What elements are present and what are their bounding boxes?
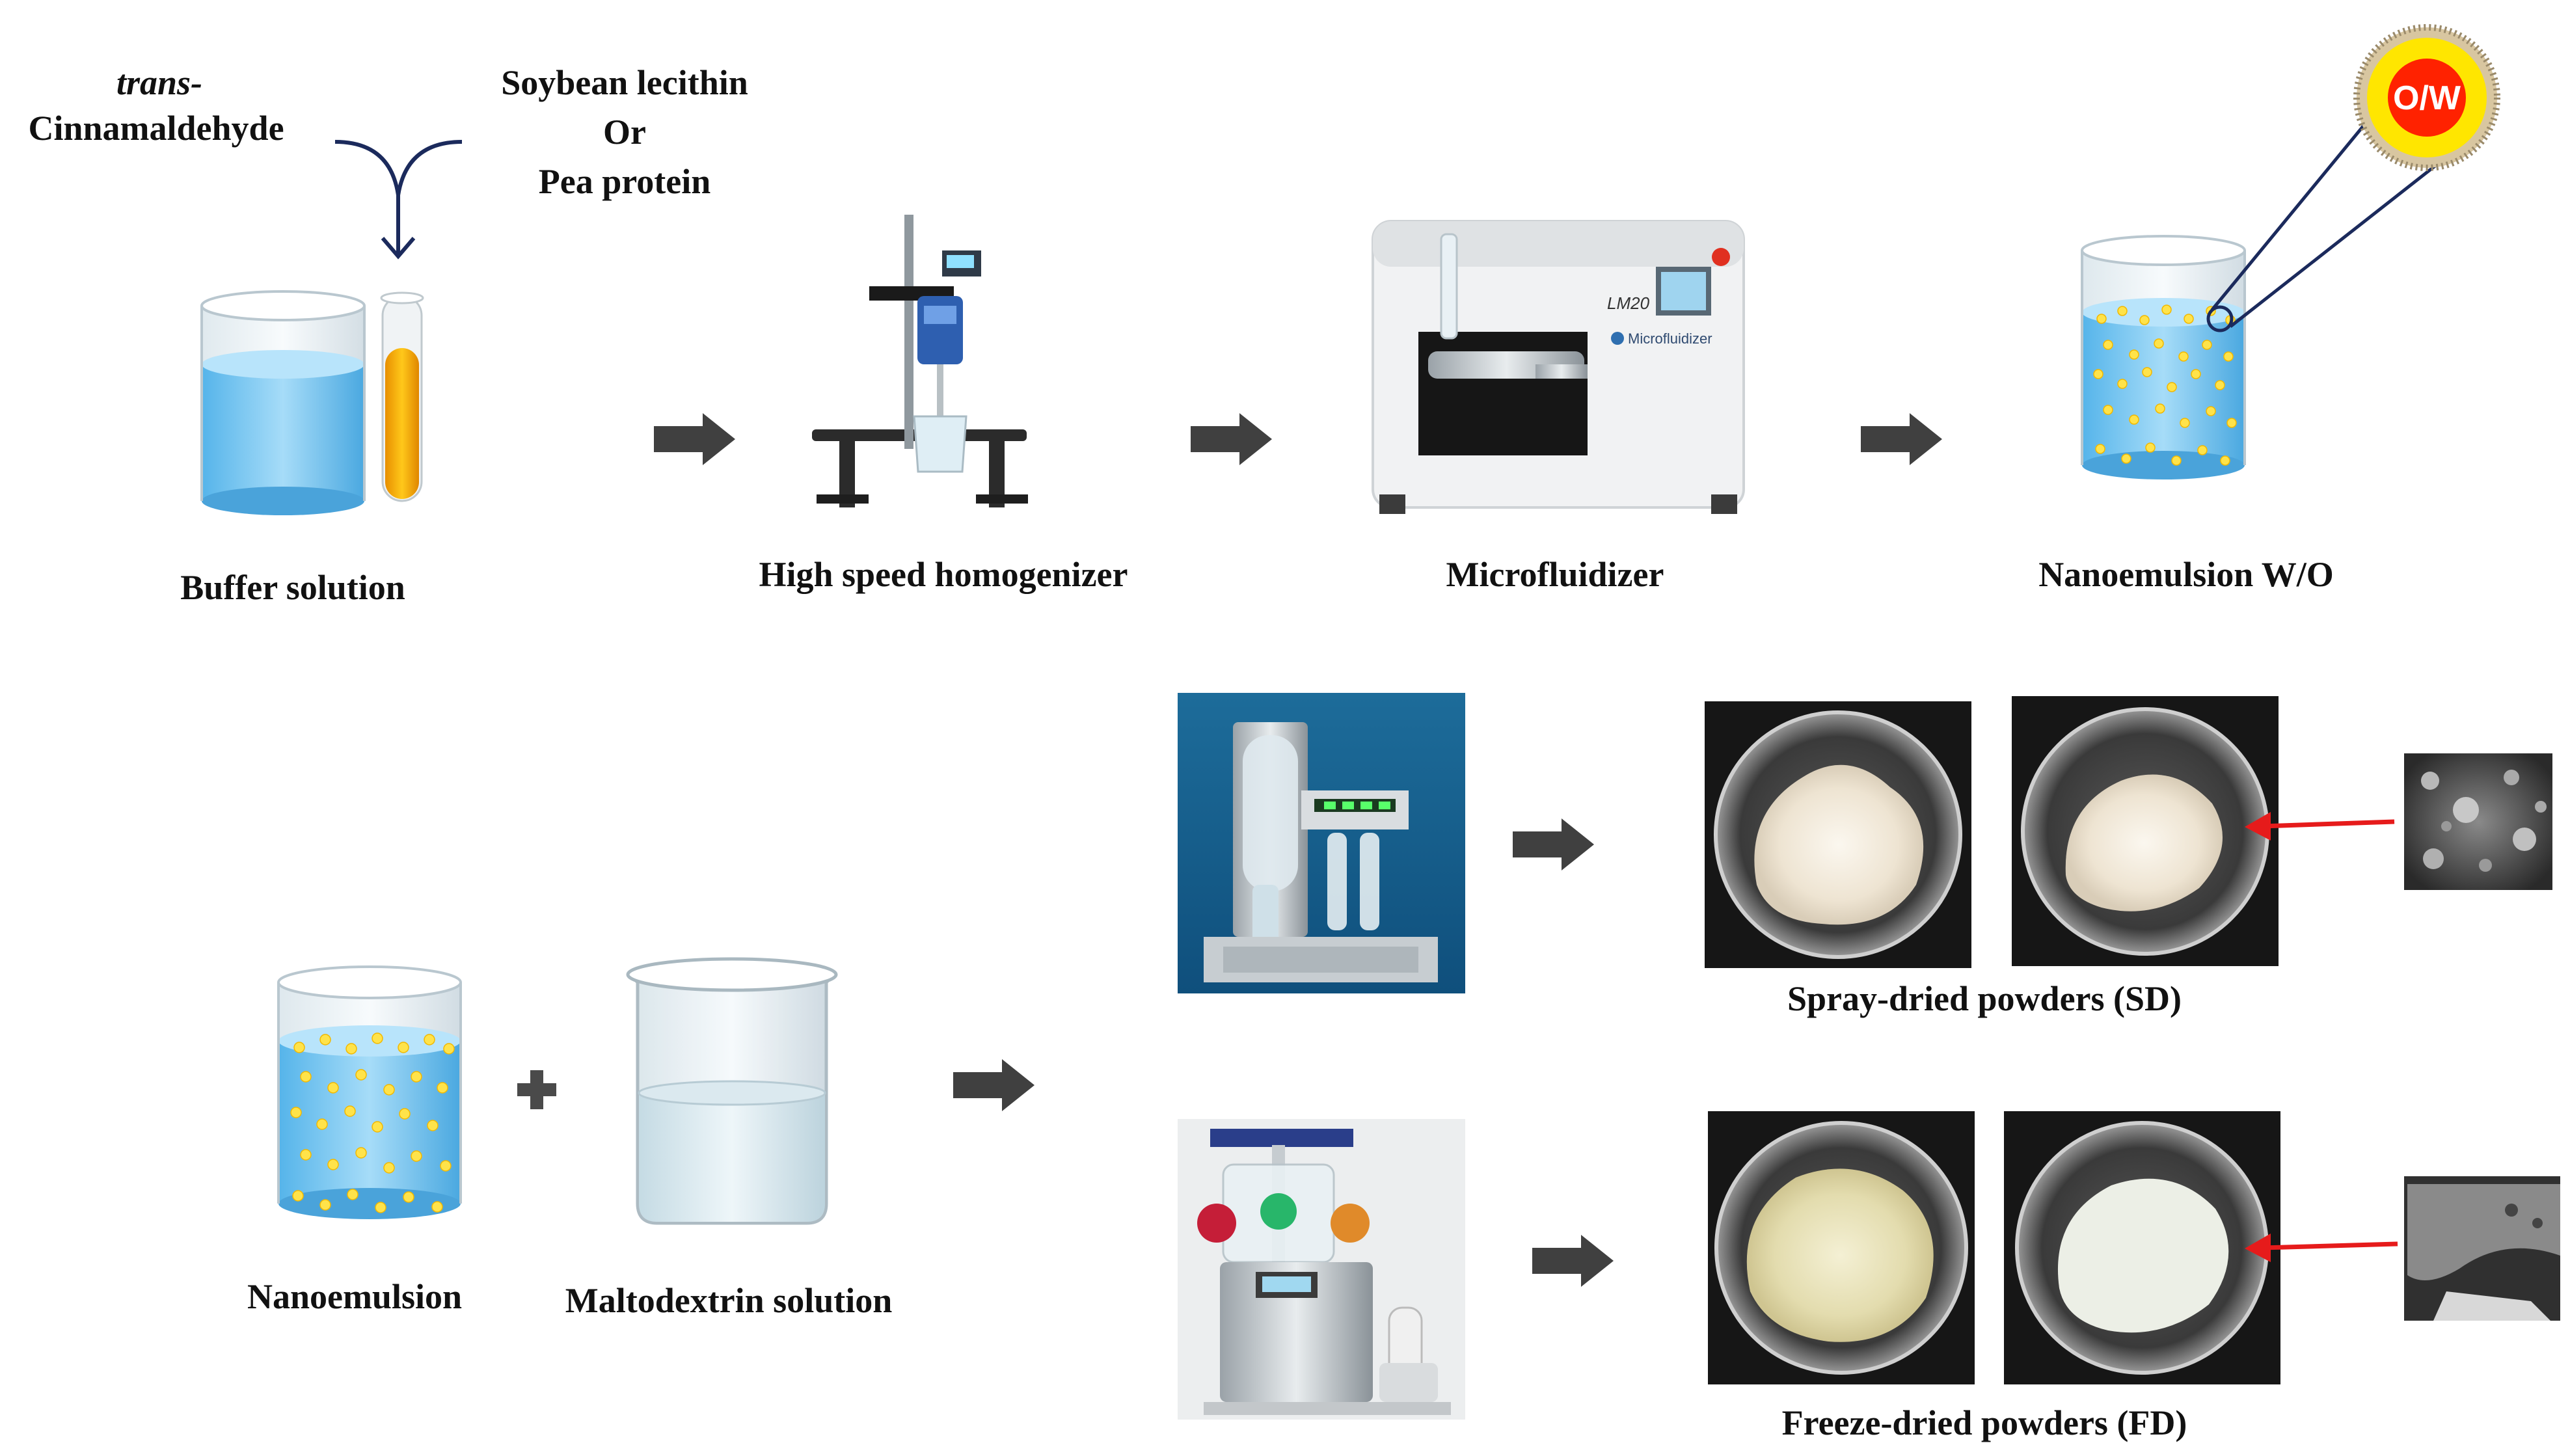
device-brand-text: LM20 bbox=[1607, 293, 1650, 313]
label-spray-dried-powders: Spray-dried powders (SD) bbox=[1787, 979, 2182, 1018]
plus-sign bbox=[517, 1070, 556, 1109]
zoom-source-circle bbox=[2206, 305, 2234, 332]
ingredient-soybean-lecithin: Soybean lecithin bbox=[501, 63, 748, 102]
nanoemulsion-beaker-top bbox=[2081, 235, 2246, 479]
label-maltodextrin-solution: Maltodextrin solution bbox=[565, 1281, 893, 1320]
ow-label: O/W bbox=[2393, 79, 2461, 117]
droplets-bottom bbox=[290, 1032, 455, 1213]
sem-image-fd bbox=[2404, 1176, 2560, 1321]
label-nanoemulsion: Nanoemulsion bbox=[247, 1277, 463, 1316]
process-arrows bbox=[654, 413, 1942, 1287]
label-buffer-solution: Buffer solution bbox=[180, 568, 405, 607]
merge-arrow bbox=[334, 140, 463, 260]
ingredient-cinnamaldehyde: Cinnamaldehyde bbox=[28, 109, 284, 148]
spray-dryer-photo bbox=[1178, 693, 1465, 993]
ingredient-or: Or bbox=[603, 113, 646, 152]
arrow-2 bbox=[1191, 413, 1272, 465]
oil-test-tube bbox=[380, 291, 424, 502]
microfluidizer-device: LM20 Microfluidizer bbox=[1372, 220, 1745, 514]
device-name-text: Microfluidizer bbox=[1628, 330, 1712, 347]
fd-powder-dish-2 bbox=[2004, 1111, 2280, 1384]
ingredient-trans: trans- bbox=[116, 63, 203, 102]
label-high-speed-homogenizer: High speed homogenizer bbox=[759, 555, 1128, 594]
nanoemulsion-beaker-bottom bbox=[277, 965, 462, 1219]
homogenizer-device bbox=[812, 215, 1028, 507]
ow-zoom: O/W bbox=[2211, 24, 2500, 328]
arrow-5 bbox=[1513, 818, 1594, 870]
sd-powder-dish-1 bbox=[1705, 701, 1971, 968]
sem-image-sd bbox=[2404, 753, 2552, 890]
label-freeze-dried-powders: Freeze-dried powders (FD) bbox=[1781, 1403, 2187, 1442]
label-nanoemulsion-wo: Nanoemulsion W/O bbox=[2038, 555, 2334, 594]
arrow-6 bbox=[1532, 1235, 1614, 1287]
fd-powder-dish-1 bbox=[1708, 1111, 1975, 1384]
droplets-top bbox=[2093, 304, 2237, 466]
buffer-beaker bbox=[200, 290, 366, 515]
red-pointer-arrows bbox=[2245, 812, 2398, 1262]
arrow-4 bbox=[953, 1059, 1035, 1111]
ingredient-pea-protein: Pea protein bbox=[538, 162, 711, 201]
arrow-1 bbox=[654, 413, 735, 465]
sd-powder-dish-2 bbox=[2012, 696, 2279, 966]
freeze-dryer-photo bbox=[1178, 1119, 1465, 1420]
label-microfluidizer: Microfluidizer bbox=[1446, 555, 1664, 594]
arrow-3 bbox=[1861, 413, 1942, 465]
maltodextrin-beaker bbox=[626, 957, 838, 1225]
